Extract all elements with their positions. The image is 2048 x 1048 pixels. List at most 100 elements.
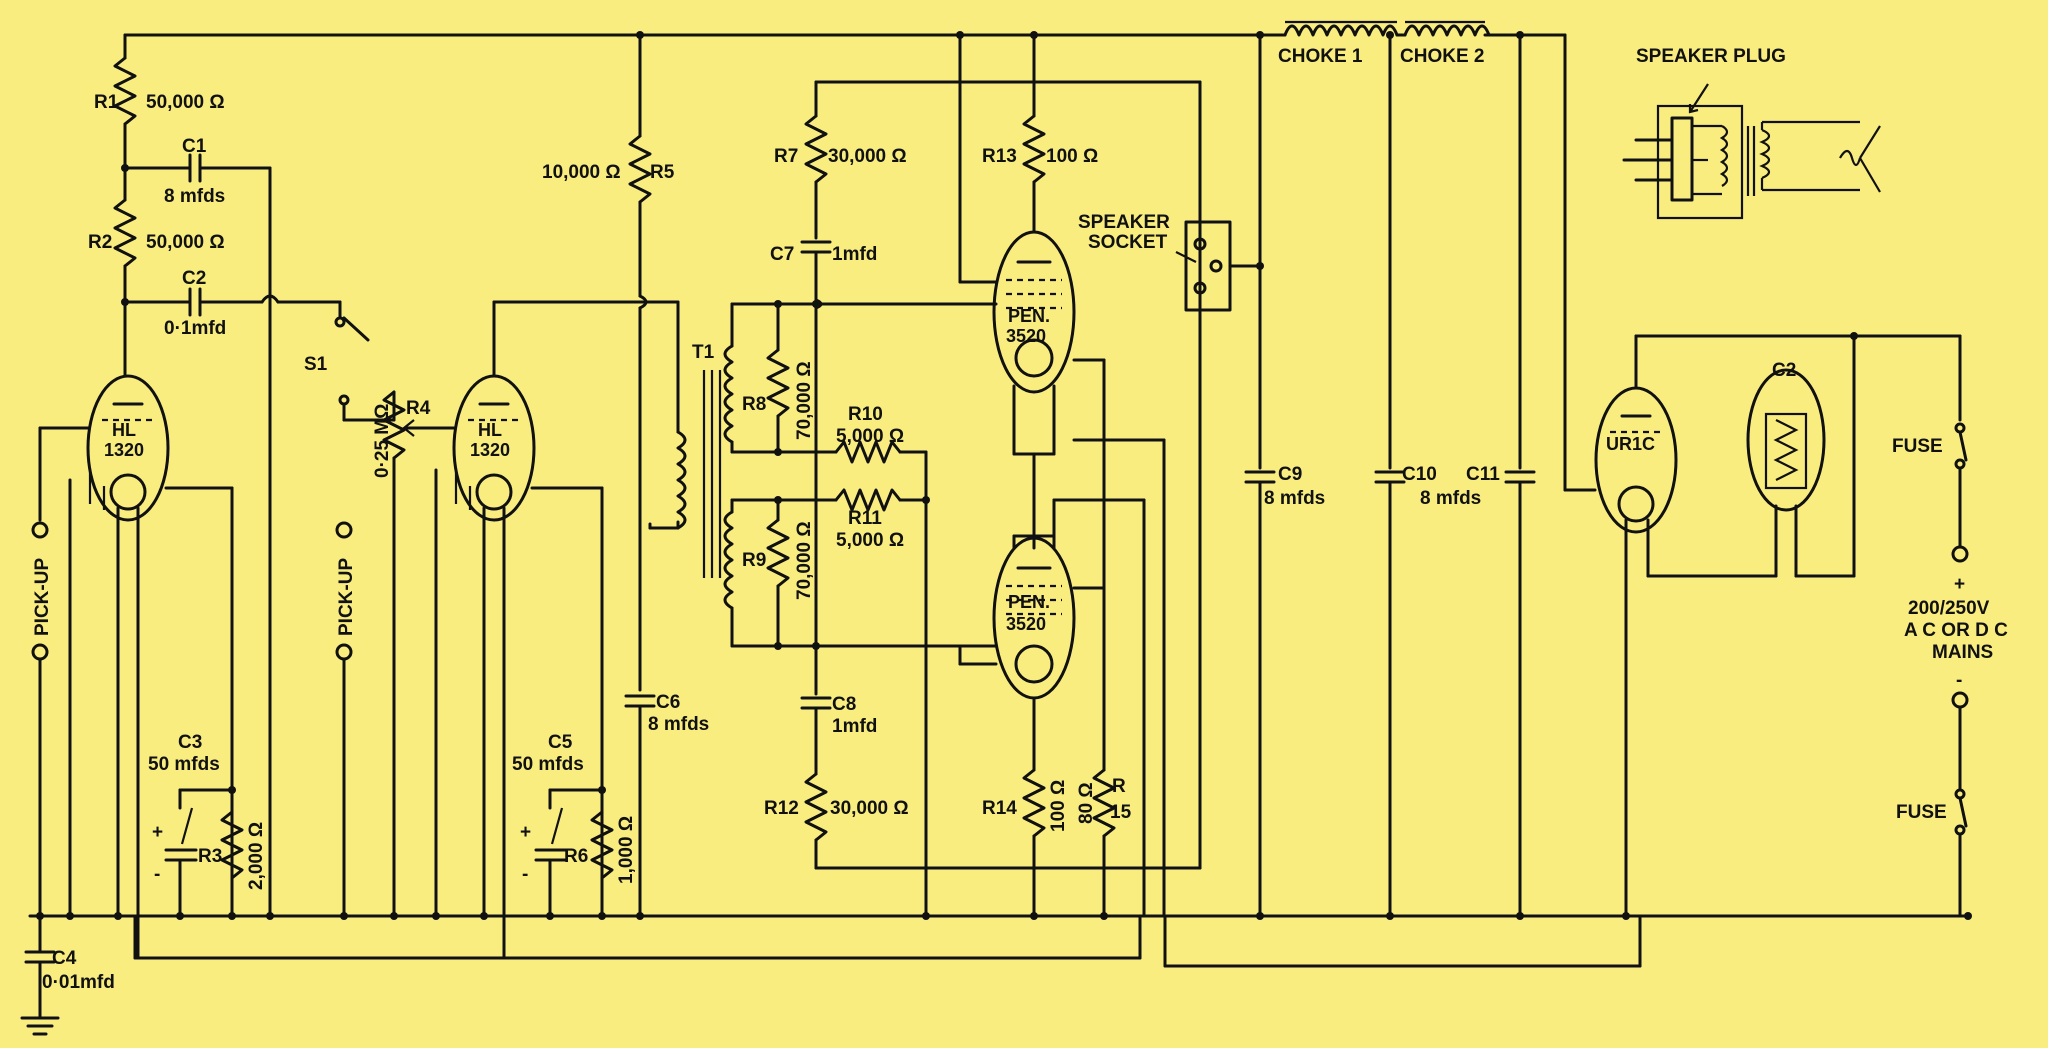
c7-name: C7 [770, 244, 794, 265]
c1-name: C1 [182, 136, 207, 157]
c3-value: 50 mfds [148, 754, 220, 775]
pen-upper-type: PEN. [1008, 306, 1050, 326]
c2-value: 0·1mfd [164, 318, 226, 339]
c8-value: 1mfd [832, 716, 877, 737]
c1-capacitor [123, 153, 272, 918]
tube2-type: HL [478, 420, 502, 440]
mains-type: A C OR D C [1904, 620, 2008, 641]
fuse-top-label: FUSE [1892, 436, 1943, 457]
c6-value: 8 mfds [648, 714, 709, 735]
r3-name: R3 [198, 846, 222, 867]
tube-pen3520-lower [958, 498, 1146, 918]
tube-hl1320-2 [434, 300, 652, 960]
r6-name: R6 [564, 846, 588, 867]
c7-value: 1mfd [832, 244, 877, 265]
r10-value: 5,000 Ω [836, 426, 904, 447]
ht-rail [123, 33, 1567, 492]
c2-name: C2 [182, 268, 206, 289]
r15-name-2: 15 [1110, 802, 1132, 823]
r13-value: 100 Ω [1046, 146, 1098, 167]
r11-name: R11 [848, 508, 882, 529]
r9-resistor [766, 498, 790, 648]
speaker-plug-inset [1622, 83, 1881, 220]
r4-name: R4 [406, 398, 431, 419]
fuse-top [1954, 422, 1968, 548]
pickup-input-1[interactable] [31, 521, 49, 918]
minus-c3: - [154, 864, 160, 885]
r5-value: 10,000 Ω [542, 162, 621, 183]
pickup-1-label: PICK-UP [32, 558, 53, 636]
mains-voltage: 200/250V [1908, 598, 1990, 619]
r1-name: R1 [94, 92, 119, 113]
r7-value: 30,000 Ω [828, 146, 907, 167]
r14-name: R14 [982, 798, 1017, 819]
r6-value: 1,000 Ω [616, 816, 637, 884]
c9-name: C9 [1278, 464, 1302, 485]
t1-transformer [648, 300, 972, 648]
r11-resistor [816, 488, 928, 512]
c11-name: C11 [1466, 464, 1500, 485]
choke-1-label: CHOKE 1 [1278, 46, 1363, 67]
c3-r3-cathode [164, 788, 244, 918]
r1-value: 50,000 Ω [146, 92, 225, 113]
c2-ballast-lamp [1746, 334, 1856, 578]
t1-label: T1 [692, 342, 715, 363]
minus-c5: - [522, 864, 528, 885]
r14-value: 100 Ω [1048, 780, 1069, 832]
c4-name: C4 [52, 948, 77, 969]
r11-value: 5,000 Ω [836, 530, 904, 551]
pickup-input-2[interactable] [335, 521, 353, 918]
c10-name: C10 [1402, 464, 1437, 485]
r4-volume-potentiometer[interactable] [382, 390, 438, 918]
tube-pen3520-upper [958, 33, 1166, 918]
speaker-socket[interactable] [1175, 220, 1262, 312]
r5-name: R5 [650, 162, 675, 183]
r7-name: R7 [774, 146, 798, 167]
c8-capacitor [800, 644, 832, 776]
r2-value: 50,000 Ω [146, 232, 225, 253]
r15-value: 80 Ω [1076, 782, 1097, 824]
c2-coupling-capacitor [123, 287, 346, 328]
r15-name: R [1112, 776, 1126, 797]
c5-r6-cathode [534, 788, 614, 918]
c3-name: C3 [178, 732, 202, 753]
choke-2 [1403, 20, 1491, 37]
r10-resistor [818, 440, 928, 918]
r9-name: R9 [742, 550, 766, 571]
c4-capacitor [24, 914, 56, 1018]
r4-value: 0·25 MΩ [372, 404, 393, 478]
c6-name: C6 [656, 692, 680, 713]
c10-capacitor [1374, 33, 1406, 918]
r12-name: R12 [764, 798, 799, 819]
tube-ur1c-rectifier [1563, 334, 1962, 918]
r8-value: 70,000 Ω [794, 361, 815, 440]
mains-minus: - [1956, 670, 1962, 691]
r9-value: 70,000 Ω [794, 521, 815, 600]
mains-terminals[interactable] [1951, 545, 1969, 792]
junction-dots [36, 31, 1972, 920]
c9-capacitor [1244, 33, 1276, 918]
fuse-bottom [1954, 788, 1968, 918]
tube1-type: HL [112, 420, 136, 440]
pen-lower-type: PEN. [1008, 592, 1050, 612]
tube1-number: 1320 [104, 440, 144, 460]
r8-name: R8 [742, 394, 766, 415]
c5-name: C5 [548, 732, 573, 753]
plus-c3: + [152, 822, 163, 843]
plus-c5: + [520, 822, 531, 843]
mains-label: MAINS [1932, 642, 1993, 663]
speaker-plug-label: SPEAKER PLUG [1636, 46, 1786, 67]
r3-value: 2,000 Ω [246, 822, 267, 890]
r13-resistor [1022, 33, 1046, 234]
r2-resistor [113, 166, 137, 304]
r1-resistor [113, 33, 137, 170]
r12-resistor [804, 772, 1202, 870]
choke-2-label: CHOKE 2 [1400, 46, 1484, 67]
rectifier-label: UR1C [1606, 434, 1655, 454]
r7-resistor [804, 80, 1202, 870]
speaker-socket-line1: SPEAKER [1078, 212, 1170, 233]
earth-icon [20, 1016, 60, 1036]
r8-resistor [766, 302, 790, 454]
tube2-number: 1320 [470, 440, 510, 460]
